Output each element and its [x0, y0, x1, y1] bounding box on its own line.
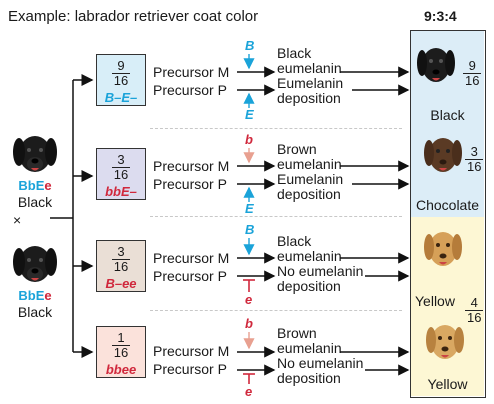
- yellow-lab-image: [421, 227, 465, 276]
- genotype-label: B–E–: [104, 90, 138, 105]
- allele-bottom-2: E: [245, 201, 254, 216]
- genotype-label: B–ee: [105, 276, 137, 291]
- allele-top-3: B: [245, 222, 255, 237]
- black-lab-image: [414, 43, 458, 92]
- allele-bottom-1: E: [245, 107, 254, 122]
- parent-2-label: Black: [17, 304, 53, 320]
- row-separator: [150, 216, 402, 217]
- phenotype-label-yellow-1: Yellow: [415, 293, 455, 309]
- black-lab-parent-1-image: [10, 128, 60, 176]
- parent-1-genotype: BbEe: [18, 178, 52, 193]
- allele-top-4: b: [245, 316, 253, 331]
- row-separator: [150, 128, 402, 129]
- diagram-title: Example: labrador retriever coat color: [8, 8, 259, 25]
- phenotype-label-chocolate: Chocolate: [415, 197, 480, 213]
- row-separator: [150, 310, 402, 311]
- allele-bottom-4: e: [245, 384, 253, 399]
- parent-2-genotype: BbEe: [18, 288, 52, 303]
- parent-1-label: Black: [17, 194, 53, 210]
- allele-top-2: b: [245, 132, 253, 147]
- genotype-label: bbee: [105, 362, 137, 377]
- black-lab-parent-2-image: [10, 238, 60, 286]
- yellow-lab-image: [423, 320, 467, 369]
- allele-top-1: B: [245, 38, 255, 53]
- phenotype-label-yellow-2: Yellow: [427, 376, 468, 392]
- cross-symbol: ×: [13, 212, 22, 228]
- allele-bottom-3: e: [245, 292, 253, 307]
- phenotype-cell-yellow-2: Yellow: [411, 310, 484, 396]
- phenotype-cell-yellow-1: Yellow: [411, 217, 484, 311]
- phenotype-ratio: 9:3:4: [424, 8, 457, 24]
- phenotype-label-black: Black: [430, 107, 465, 123]
- chocolate-lab-image: [421, 133, 465, 182]
- genotype-label: bbE–: [105, 184, 137, 199]
